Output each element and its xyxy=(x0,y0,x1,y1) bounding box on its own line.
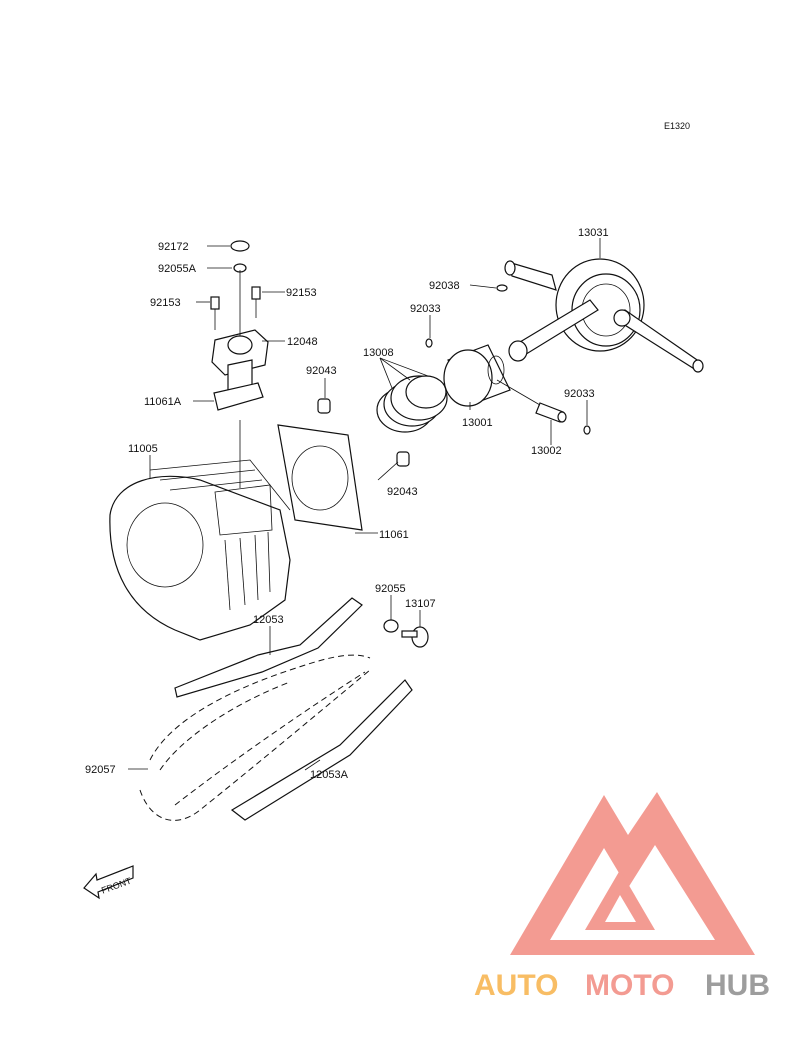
piston-pin-drawing xyxy=(535,402,567,423)
label-92055: 92055 xyxy=(375,583,406,595)
front-arrow-icon: FRONT xyxy=(83,865,134,900)
label-12048: 12048 xyxy=(287,336,318,348)
tensioner-bolt-drawing xyxy=(210,240,261,330)
label-92033-right: 92033 xyxy=(564,388,595,400)
label-12053: 12053 xyxy=(253,614,284,626)
label-92153-right: 92153 xyxy=(286,287,317,299)
woodruff-key-drawing xyxy=(496,284,508,292)
guide-washer-drawing xyxy=(383,619,399,633)
label-92153-left: 92153 xyxy=(150,297,181,309)
piston-rings-drawing xyxy=(376,375,448,433)
diagram-code: E1320 xyxy=(664,121,690,131)
crankshaft-drawing xyxy=(504,258,704,373)
label-92038: 92038 xyxy=(429,280,460,292)
logo-text-moto: MOTO xyxy=(585,969,674,1002)
cam-chain-drawing xyxy=(139,654,371,821)
cylinder-gasket-drawing xyxy=(277,424,363,531)
label-92057: 92057 xyxy=(85,764,116,776)
chain-guide-upper-drawing xyxy=(174,597,363,698)
logo-text-hub: HUB xyxy=(705,969,770,1002)
logo-text-auto: AUTO xyxy=(474,969,558,1002)
label-92043-top: 92043 xyxy=(306,365,337,377)
dowel-pin-top-drawing xyxy=(317,398,331,414)
dowel-pin-bottom-drawing xyxy=(396,451,410,467)
label-11061: 11061 xyxy=(379,529,409,541)
piston-clip-right-drawing xyxy=(583,425,591,435)
automotohub-logo: AUTO MOTO HUB xyxy=(474,792,770,1002)
label-12053A: 12053A xyxy=(310,769,349,781)
label-11061A: 11061A xyxy=(144,396,182,408)
label-13008: 13008 xyxy=(363,347,394,359)
label-11005: 11005 xyxy=(128,443,158,455)
piston-clip-top-drawing xyxy=(425,338,433,348)
label-92055A: 92055A xyxy=(158,263,197,275)
leader-lines xyxy=(128,238,601,771)
guide-bolt-drawing xyxy=(401,626,429,648)
label-13031: 13031 xyxy=(578,227,609,239)
cylinder-drawing xyxy=(109,459,291,641)
chain-guide-lower-drawing xyxy=(230,679,413,821)
label-92043-bottom: 92043 xyxy=(387,486,418,498)
piston-drawing xyxy=(443,344,511,407)
label-13107: 13107 xyxy=(405,598,436,610)
label-92172: 92172 xyxy=(158,241,189,253)
label-13001: 13001 xyxy=(462,417,493,429)
label-92033-top: 92033 xyxy=(410,303,441,315)
tensioner-gasket-drawing xyxy=(213,382,264,411)
label-13002: 13002 xyxy=(531,445,562,457)
